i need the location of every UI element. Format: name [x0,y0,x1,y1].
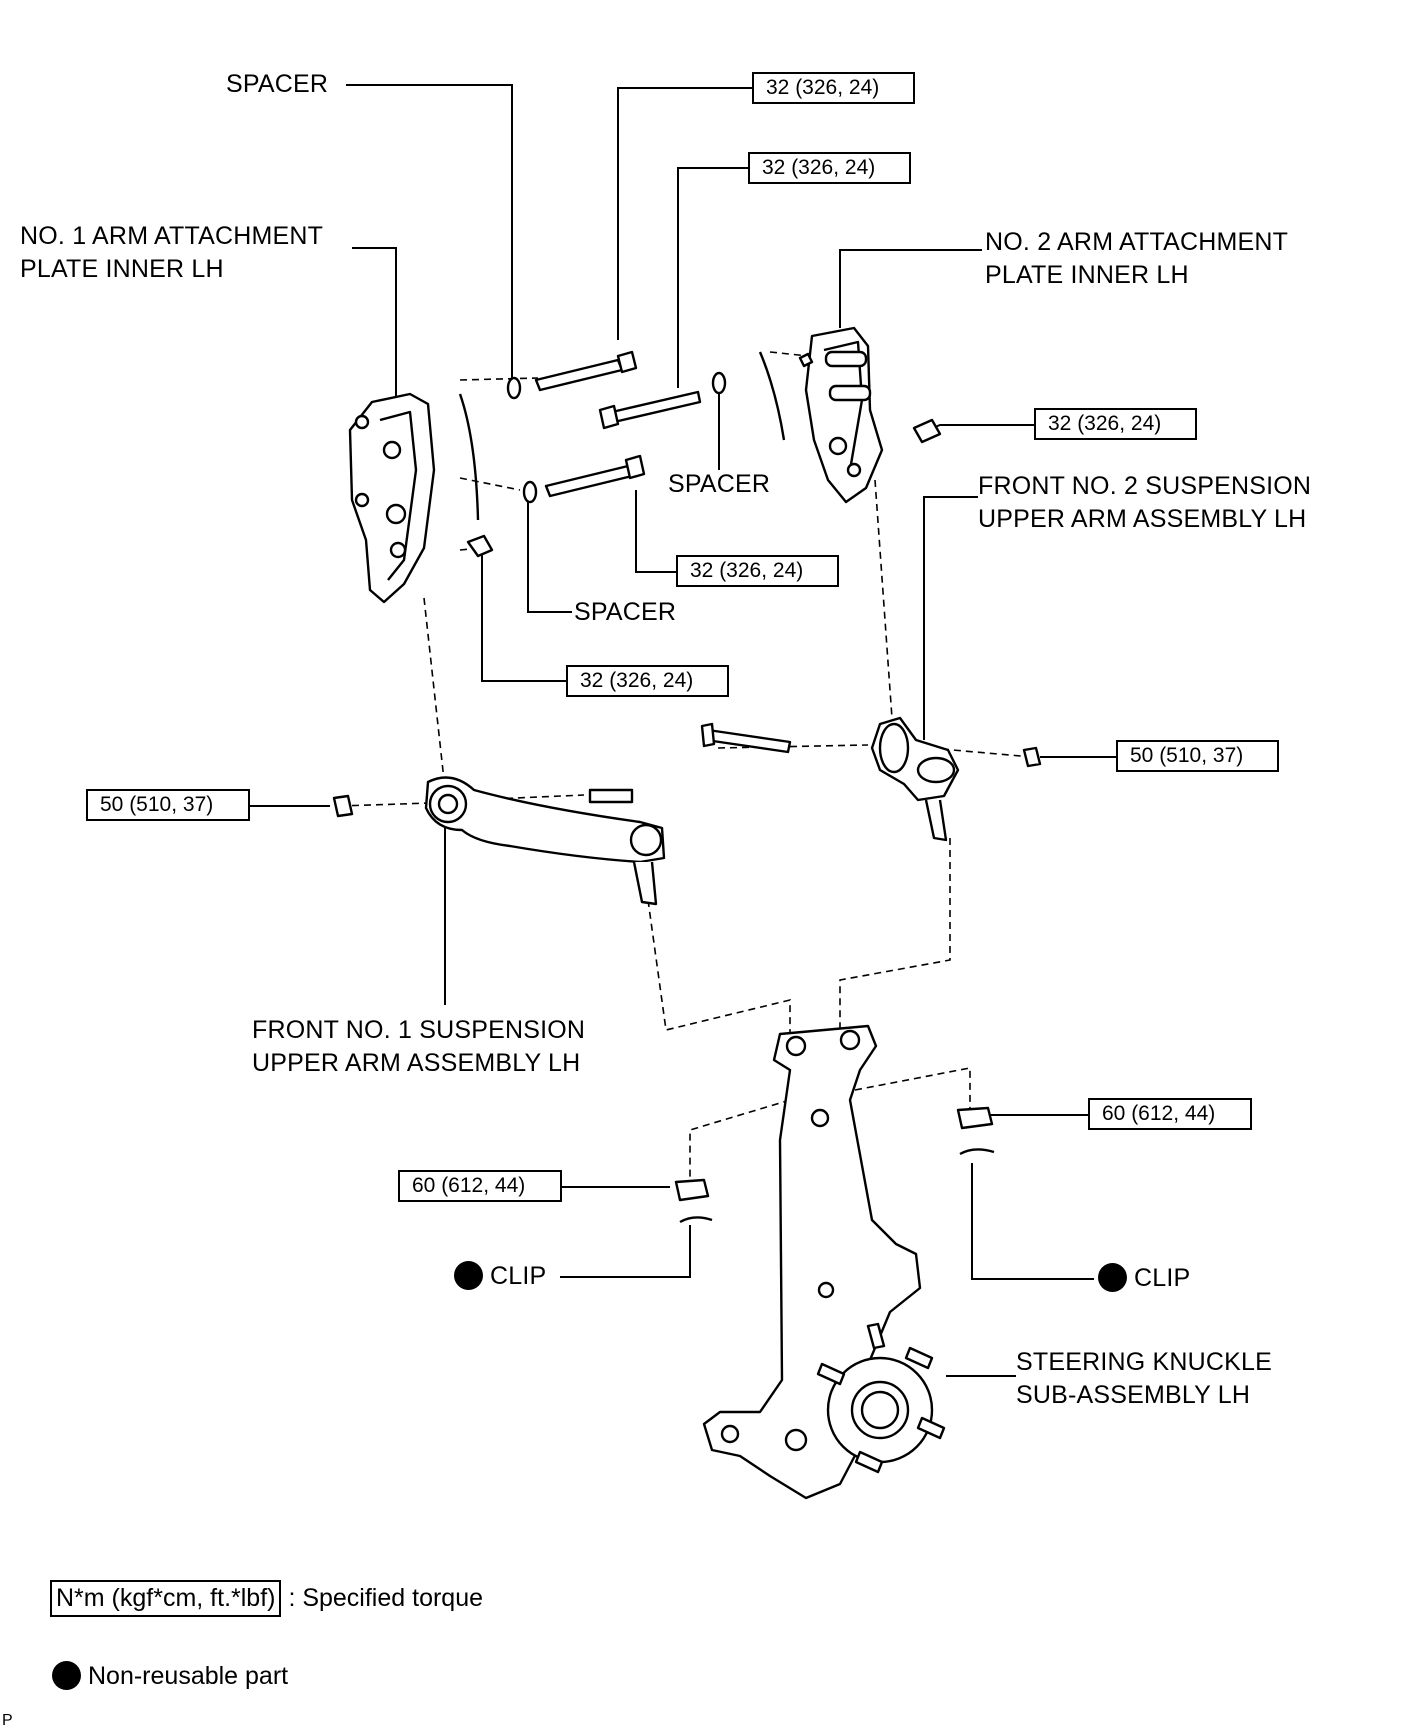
legend-nonreusable: Non-reusable part [52,1660,288,1693]
label-no2-plate-line1: NO. 2 ARM ATTACHMENT [985,228,1289,256]
front-no1-arm [424,776,666,864]
leader-bolt-e [481,545,566,682]
leader-clip-left [560,1225,691,1278]
label-front-no2-line1: FRONT NO. 2 SUSPENSION [978,472,1312,500]
nonreusable-marker-icon [1098,1263,1127,1292]
spacer-low-part [522,480,538,504]
bolt-b [610,390,702,424]
label-clip-right: CLIP [1098,1262,1190,1295]
label-front-no1-line1: FRONT NO. 1 SUSPENSION [252,1016,586,1044]
nut-knuckle-right-part [956,1106,994,1130]
nut-no1-arm-part [332,794,354,818]
label-front-no2-line2: UPPER ARM ASSEMBLY LH [978,505,1307,533]
clip-left-part [679,1216,713,1224]
nut-knuckle-left-part [674,1178,710,1202]
corner-mark: P [2,1712,13,1729]
bolt-c [912,418,942,444]
label-knuckle-line2: SUB-ASSEMBLY LH [1016,1381,1251,1409]
leader-bolt-c [927,424,1036,431]
leader-clip-right [971,1163,1094,1280]
leader-bolt-d [635,490,676,573]
leader-bolt-b [677,167,748,388]
torque-bolt-c: 32 (326, 24) [1034,408,1197,440]
label-clip-left: CLIP [454,1260,546,1293]
spacer-mid-part [711,371,727,395]
label-no1-plate-line2: PLATE INNER LH [20,255,224,283]
label-no1-plate-line1: NO. 1 ARM ATTACHMENT [20,222,324,250]
legend-torque: N*m (kgf*cm, ft.*lbf) : Specified torque [50,1580,483,1617]
leader-spacer-top [346,84,513,378]
leader-front-no2 [923,496,978,740]
bolt-a [534,358,624,392]
label-spacer-top: SPACER [226,70,329,98]
nut-no2-arm-part [1022,746,1042,768]
label-knuckle-line1: STEERING KNUCKLE [1016,1348,1273,1376]
bolt-e-nut [466,534,494,558]
label-spacer-mid: SPACER [668,470,771,498]
torque-bolt-d: 32 (326, 24) [676,555,839,587]
torque-nut-knuckle-right: 60 (612, 44) [1088,1098,1252,1130]
torque-nut-no1-arm: 50 (510, 37) [86,789,250,821]
clip-right-text: CLIP [1134,1264,1191,1292]
torque-nut-no2-arm: 50 (510, 37) [1116,740,1279,772]
legend-nonreusable-desc: Non-reusable part [88,1662,289,1690]
bolt-d [544,464,634,498]
label-spacer-low: SPACER [574,598,677,626]
torque-bolt-a: 32 (326, 24) [752,72,915,104]
torque-bolt-e: 32 (326, 24) [566,665,729,697]
leader-no1-plate [352,247,397,402]
no2-attachment-plate [804,326,884,504]
clip-right-part [959,1148,995,1156]
legend-torque-units: N*m (kgf*cm, ft.*lbf) [50,1580,282,1617]
leader-spacer-low [527,492,572,613]
bolt-no1-arm [588,788,634,804]
leader-bolt-a [617,87,752,340]
leader-no2-plate [839,249,982,328]
legend-torque-desc: : Specified torque [288,1584,484,1612]
label-front-no1-line2: UPPER ARM ASSEMBLY LH [252,1049,581,1077]
spacer-mid-bracket [798,352,814,368]
spacer-top-part [506,376,522,400]
nonreusable-marker-icon [52,1661,81,1690]
torque-nut-knuckle-left: 60 (612, 44) [398,1170,562,1202]
label-no2-plate-line2: PLATE INNER LH [985,261,1189,289]
clip-left-text: CLIP [490,1262,547,1290]
torque-bolt-b: 32 (326, 24) [748,152,911,184]
nonreusable-marker-icon [454,1261,483,1290]
